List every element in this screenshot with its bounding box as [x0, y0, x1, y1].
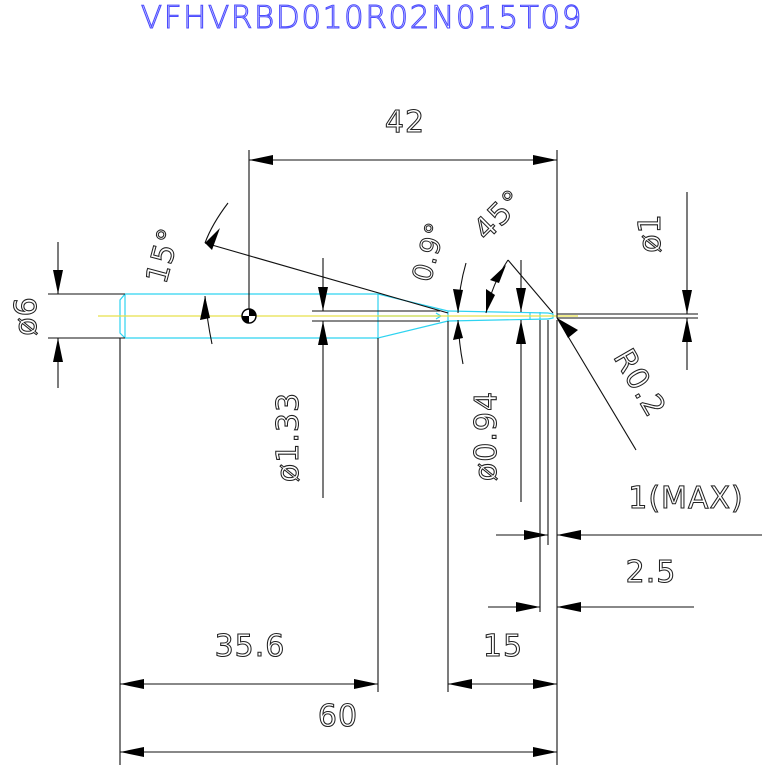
- angle-45: 45°: [467, 183, 554, 314]
- dim-tool-diameter: ø1: [557, 192, 698, 370]
- dim-reach-diameter-label: ø0.94: [469, 391, 504, 481]
- dim-neck-diameter-label: ø1.33: [271, 392, 306, 482]
- dim-60: 60: [120, 698, 557, 757]
- center-mark: [241, 308, 257, 324]
- dim-2-5-label: 2.5: [626, 555, 677, 590]
- dim-reach-diameter: ø0.94: [468, 260, 526, 502]
- angle-0-9: 0.9°: [406, 218, 467, 365]
- dim-tool-diameter-label: ø1: [633, 213, 668, 252]
- dim-neck-diameter: ø1.33: [270, 258, 440, 498]
- dim-60-label: 60: [318, 699, 358, 734]
- dim-15: 15: [447, 321, 558, 765]
- dim-shank-diameter-label: ø6: [9, 296, 44, 335]
- angle-15-label: 15°: [140, 224, 188, 287]
- dim-15-label: 15: [483, 629, 523, 664]
- dim-1-max: 1(MAX): [496, 320, 762, 555]
- dim-1-max-label: 1(MAX): [628, 481, 743, 516]
- angle-45-label: 45°: [467, 183, 531, 247]
- dim-2-5: 2.5: [488, 320, 694, 612]
- part-code-title: VFHVRBD010R02N015T09: [141, 0, 583, 36]
- dim-35-6: 35.6: [119, 338, 379, 765]
- radius-r0-2-label: R0.2: [606, 343, 673, 423]
- dim-42: 42: [248, 104, 558, 318]
- angle-0-9-label: 0.9°: [407, 219, 453, 285]
- dim-42-label: 42: [385, 105, 425, 140]
- radius-r0-2: R0.2: [556, 317, 673, 451]
- angle-15: 15°: [139, 202, 449, 345]
- dim-35-6-label: 35.6: [215, 629, 286, 664]
- dim-shank-diameter: ø6: [8, 242, 125, 388]
